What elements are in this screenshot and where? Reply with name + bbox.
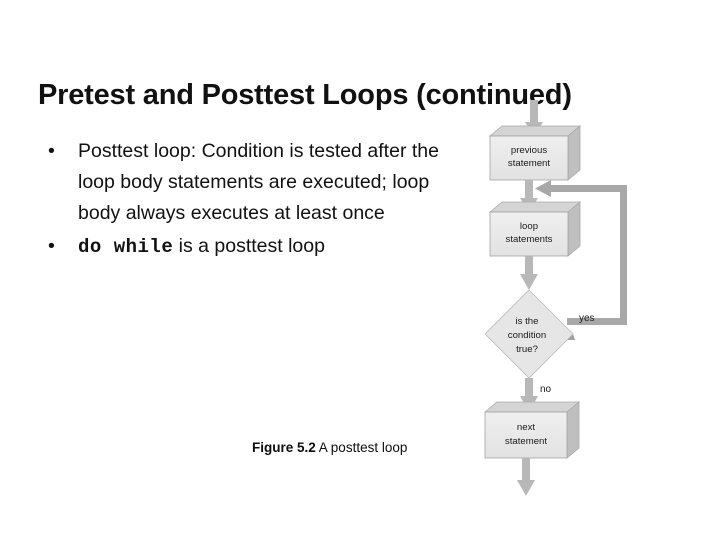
page-title: Pretest and Posttest Loops (continued) [38, 79, 572, 112]
edge-condition-yes-to-loopbody [535, 180, 627, 325]
node-label-line1: previous [511, 145, 547, 156]
list-item: • do while is a posttest loop [40, 231, 440, 263]
edge-label-yes: yes [579, 313, 595, 324]
bullet-text-posttest-definition: Posttest loop: Condition is tested after… [78, 140, 439, 224]
node-loop-statements: loop statements [488, 201, 582, 257]
node-previous-statement: previous statement [488, 125, 582, 181]
node-label-line1: next [517, 422, 535, 433]
bullet-marker-icon: • [48, 235, 55, 257]
node-label-line2: statement [505, 436, 547, 447]
node-label-line2: condition [508, 330, 546, 341]
node-label-line1: is the [516, 316, 539, 327]
list-item: • Posttest loop: Condition is tested aft… [40, 136, 440, 229]
bullet-list: • Posttest loop: Condition is tested aft… [40, 136, 440, 263]
node-label-line3: true? [516, 344, 538, 355]
bullet-marker-icon: • [48, 140, 55, 162]
edge-loopbody-to-condition [520, 256, 538, 290]
figure-caption-number: Figure 5.2 [252, 440, 316, 455]
posttest-loop-flowchart: previous statement [455, 100, 665, 510]
edge-next-to-exit [517, 458, 535, 496]
node-label-line1: loop [520, 221, 538, 232]
node-label-line2: statement [508, 158, 550, 169]
node-label-line2: statements [506, 234, 553, 245]
node-condition-decision: is the condition true? [484, 289, 575, 379]
code-keyword-do-while: do while [78, 236, 174, 258]
node-next-statement: next statement [483, 401, 581, 459]
figure-caption: Figure 5.2 A posttest loop [252, 439, 407, 457]
edge-label-no: no [540, 384, 552, 395]
figure-caption-text: A posttest loop [315, 440, 408, 455]
bullet-text-do-while-note: is a posttest loop [173, 235, 325, 257]
